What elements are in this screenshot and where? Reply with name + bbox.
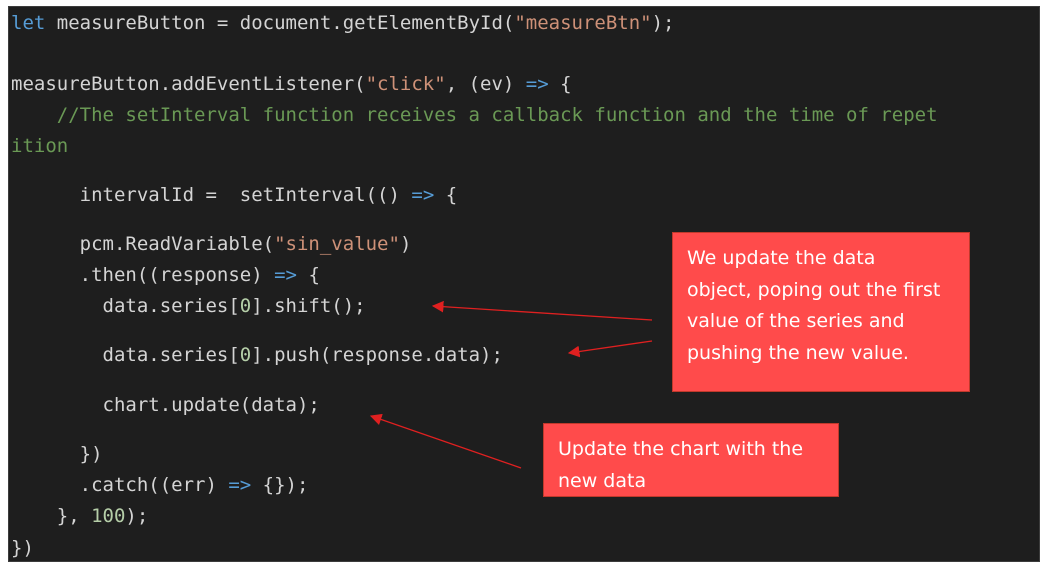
code-token: ].shift(); (251, 295, 366, 317)
callout-update-data-object: We update the data object, poping out th… (672, 232, 970, 392)
code-token: ) (399, 233, 412, 255)
code-line-5: intervalId = setInterval(() => { (11, 183, 458, 207)
code-token: data.series[ (11, 295, 240, 317)
code-token: {}); (251, 474, 309, 496)
code-token: { (434, 184, 458, 206)
code-line-12: .catch((err) => {}); (11, 473, 309, 497)
code-token: }, (11, 505, 92, 527)
code-line-13: }, 100); (11, 504, 149, 528)
code-line-14: }) (11, 537, 34, 559)
code-line-6: pcm.ReadVariable("sin_value") (11, 232, 412, 256)
string-token: "sin_value" (274, 233, 400, 255)
number-token: 0 (239, 295, 252, 317)
string-token: "measureBtn" (514, 12, 652, 34)
code-token: .then((response) (11, 264, 275, 286)
code-line-3: //The setInterval function receives a ca… (11, 104, 938, 126)
arrow-token: => (525, 73, 549, 95)
code-line-10: chart.update(data); (11, 394, 320, 416)
code-token: measureButton.addEventListener( (11, 73, 366, 95)
code-token: measureButton = document.getElementById( (45, 12, 515, 34)
code-token: { (548, 73, 572, 95)
code-token: pcm.ReadVariable( (11, 233, 275, 255)
arrow-token: => (274, 264, 297, 286)
code-token: intervalId = setInterval(() (11, 184, 412, 206)
number-token: 100 (91, 505, 126, 527)
code-line-4: ition (11, 135, 69, 157)
code-token: ].push(response.data); (251, 344, 503, 366)
code-token: ); (125, 505, 149, 527)
code-line-9: data.series[0].push(response.data); (11, 343, 503, 367)
code-token: data.series[ (11, 344, 240, 366)
callout-update-chart: Update the chart with the new data (543, 423, 839, 497)
code-line-1: let measureButton = document.getElementB… (11, 11, 675, 35)
keyword-token: let (11, 12, 46, 34)
code-token: { (297, 264, 320, 286)
code-token: .catch((err) (11, 474, 229, 496)
string-token: "click" (365, 73, 446, 95)
code-line-8: data.series[0].shift(); (11, 294, 366, 318)
code-line-7: .then((response) => { (11, 263, 320, 287)
code-line-11: }) (11, 443, 103, 465)
arrow-token: => (411, 184, 435, 206)
number-token: 0 (239, 344, 252, 366)
code-token: , (ev) (445, 73, 526, 95)
code-line-2: measureButton.addEventListener("click", … (11, 72, 572, 96)
arrow-token: => (228, 474, 252, 496)
code-token: ); (651, 12, 675, 34)
